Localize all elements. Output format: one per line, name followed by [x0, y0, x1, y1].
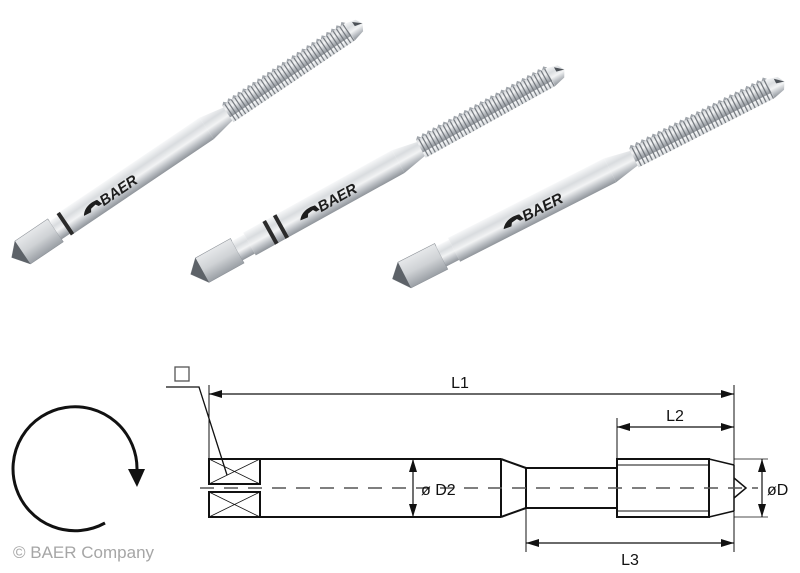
square-leader-line: [166, 386, 228, 476]
bear-logo-icon: [300, 205, 320, 221]
product-photo: BAER BAER BAER: [4, 11, 792, 295]
l2-label: L2: [666, 408, 684, 425]
square-drive: [208, 458, 261, 518]
dimension-l1: L1: [209, 375, 734, 398]
dimension-d: øD: [734, 458, 788, 518]
l1-label: L1: [451, 375, 469, 392]
d-label: øD: [767, 482, 788, 499]
technical-drawing: L1 L2: [11, 366, 788, 569]
ring-marker: [272, 214, 290, 239]
l3-label: L3: [621, 552, 639, 569]
d2-label: ø D2: [421, 482, 456, 499]
ring-marker: [262, 220, 279, 245]
dimension-l2: L2: [616, 408, 734, 460]
bear-logo-icon: [503, 214, 524, 230]
square-symbol-icon: [174, 366, 190, 382]
ring-marker: [56, 211, 75, 236]
shank: [260, 458, 527, 518]
dimension-d2: ø D2: [409, 459, 456, 517]
neck: [526, 467, 617, 509]
tap-left: BAER: [4, 11, 371, 272]
tap-right: BAER: [386, 68, 792, 295]
bear-logo-icon: [84, 199, 103, 216]
dimension-l3: L3: [525, 508, 734, 569]
copyright-text: © BAER Company: [13, 543, 155, 562]
clockwise-rotation-icon: [11, 405, 145, 533]
